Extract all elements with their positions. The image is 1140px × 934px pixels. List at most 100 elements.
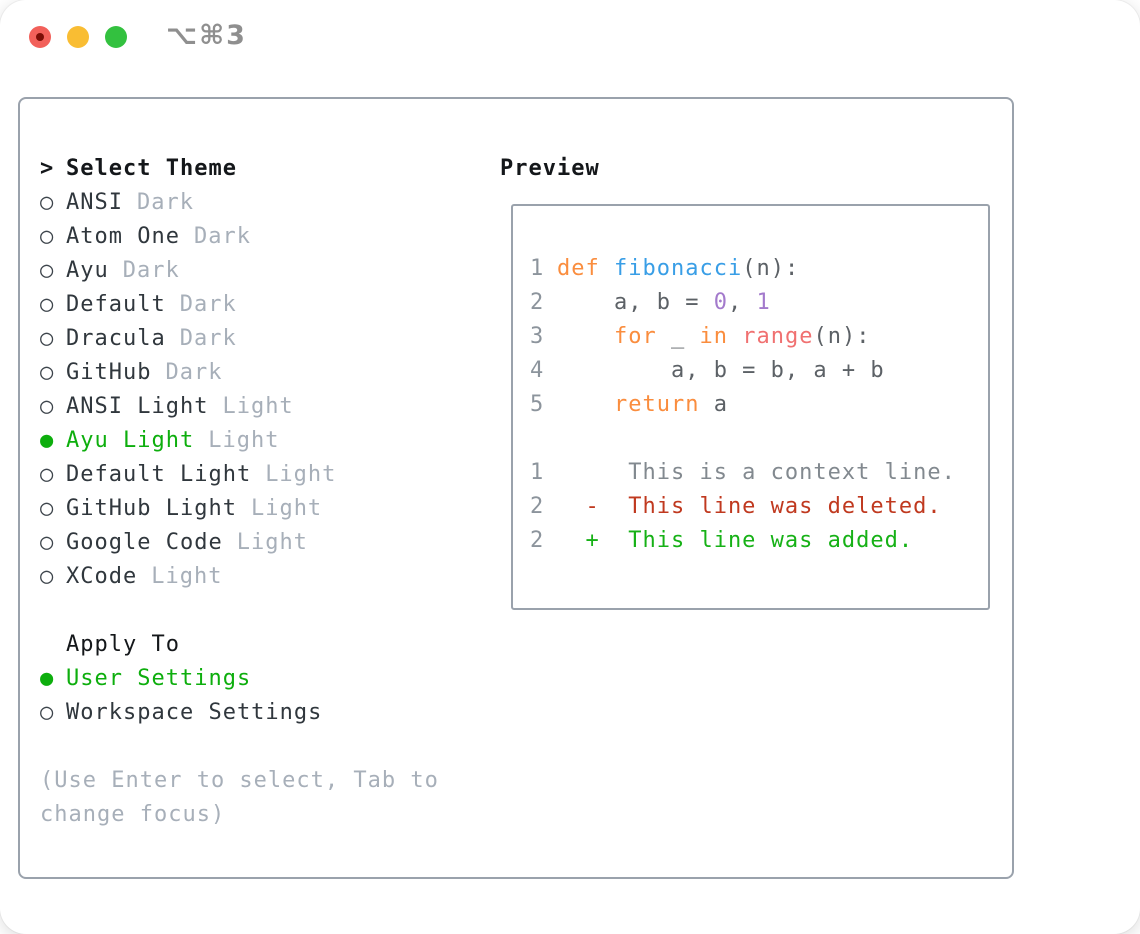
radio-unselected-icon: ○: [40, 394, 55, 419]
theme-list-item[interactable]: ● Ayu Light Light: [40, 424, 486, 458]
code-token: 0: [713, 290, 728, 315]
code-content: for _ in range(n):: [557, 320, 870, 354]
code-token: 1: [756, 290, 771, 315]
code-token: [728, 324, 742, 349]
theme-variant-tag: Dark: [122, 258, 180, 283]
code-token: _: [656, 324, 700, 349]
radio-unselected-icon: ○: [40, 190, 55, 215]
code-token: a, b =: [557, 290, 714, 315]
code-line: 1 def fibonacci(n):: [530, 252, 980, 286]
code-content: def fibonacci(n):: [557, 252, 799, 286]
theme-name: Google Code: [66, 530, 223, 555]
code-token: [557, 392, 614, 417]
code-line: 2 a, b = 0, 1: [530, 286, 980, 320]
theme-variant-tag: Dark: [165, 360, 223, 385]
radio-unselected-icon: ○: [40, 700, 55, 725]
theme-name: ANSI: [66, 190, 123, 215]
apply-to-header: Apply To: [40, 628, 486, 662]
theme-variant-tag: Light: [151, 564, 223, 589]
apply-to-option[interactable]: ● User Settings: [40, 662, 486, 696]
code-token: a, b = b, a + b: [557, 358, 885, 383]
theme-variant-tag: Dark: [136, 190, 194, 215]
line-number: 1: [530, 256, 545, 281]
line-number: 2: [530, 494, 545, 519]
theme-list-title: Select Theme: [66, 156, 237, 181]
radio-selected-icon: ●: [40, 428, 55, 453]
code-content: return a: [557, 388, 728, 422]
code-content: a, b = b, a + b: [557, 354, 885, 388]
diff-text: + This line was added.: [557, 528, 914, 553]
minimize-button[interactable]: [67, 26, 89, 48]
theme-name: Ayu Light: [66, 428, 195, 453]
diff-text: This is a context line.: [557, 460, 956, 485]
apply-to-list: ● User Settings ○ Workspace Settings: [40, 662, 486, 730]
code-token: ,: [727, 290, 757, 315]
code-token: for: [613, 324, 657, 349]
line-number: 4: [530, 358, 545, 383]
theme-variant-tag: Dark: [179, 292, 237, 317]
line-number: 2: [530, 290, 545, 315]
titlebar: ⌥⌘3: [0, 0, 1140, 70]
code-content: a, b = 0, 1: [557, 286, 771, 320]
code-line: 4 a, b = b, a + b: [530, 354, 980, 388]
theme-variant-tag: Light: [208, 428, 280, 453]
radio-selected-icon: ●: [40, 666, 55, 691]
code-token: def: [557, 256, 614, 281]
record-dot-icon: [36, 33, 44, 41]
theme-variant-tag: Light: [222, 394, 294, 419]
theme-variant-tag: Light: [265, 462, 337, 487]
radio-unselected-icon: ○: [40, 326, 55, 351]
theme-name: ANSI Light: [66, 394, 209, 419]
code-token: a: [699, 392, 728, 417]
close-button[interactable]: [29, 26, 51, 48]
theme-list-header: >Select Theme: [40, 152, 486, 186]
maximize-button[interactable]: [105, 26, 127, 48]
apply-to-option[interactable]: ○ Workspace Settings: [40, 696, 486, 730]
diff-text: - This line was deleted.: [557, 494, 942, 519]
apply-to-option-label: User Settings: [66, 666, 252, 691]
apply-to-title: Apply To: [66, 632, 180, 657]
blank-line: [530, 422, 980, 456]
code-token: (n):: [742, 256, 800, 281]
line-number: 5: [530, 392, 545, 417]
theme-list-item[interactable]: ○ ANSI Light Light: [40, 390, 486, 424]
code-token: [557, 324, 614, 349]
theme-name: Atom One: [66, 224, 180, 249]
code-token: in: [699, 324, 728, 349]
diff-line-added: 2 + This line was added.: [530, 524, 980, 558]
radio-unselected-icon: ○: [40, 462, 55, 487]
diff-line-deleted: 2 - This line was deleted.: [530, 490, 980, 524]
radio-unselected-icon: ○: [40, 530, 55, 555]
preview-title: Preview: [500, 156, 600, 181]
theme-name: Ayu: [66, 258, 109, 283]
theme-list-item[interactable]: ○ ANSI Dark: [40, 186, 486, 220]
apply-to-indent: [40, 628, 66, 662]
theme-name: Dracula: [66, 326, 166, 351]
theme-name: GitHub Light: [66, 496, 237, 521]
window-title-shortcut: ⌥⌘3: [166, 20, 247, 51]
code-token: fibonacci: [613, 256, 743, 281]
code-line: 5 return a: [530, 388, 980, 422]
radio-unselected-icon: ○: [40, 360, 55, 385]
line-number: 3: [530, 324, 545, 349]
line-number: 1: [530, 460, 545, 485]
diff-line-context: 1 This is a context line.: [530, 456, 980, 490]
theme-name: XCode: [66, 564, 138, 589]
code-token: range: [742, 324, 814, 349]
apply-to-option-label: Workspace Settings: [66, 700, 323, 725]
hint-text: (Use Enter to select, Tab to change focu…: [40, 768, 439, 827]
